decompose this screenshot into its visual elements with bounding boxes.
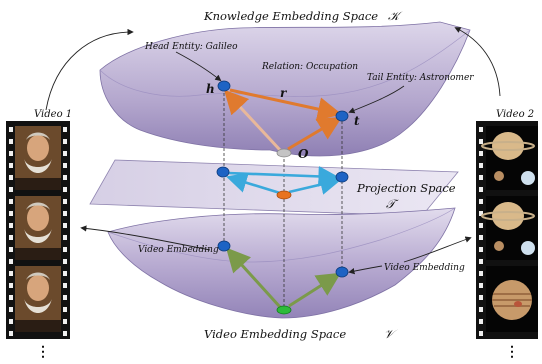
node-o-video: [276, 305, 292, 315]
video2-label: Video 2: [496, 109, 534, 120]
video1-to-knowledge-arrow: [45, 28, 134, 111]
video-arrows: [225, 247, 342, 309]
node-h: [217, 80, 231, 92]
node-o-knowledge: [276, 148, 292, 158]
video2-frame-3: [486, 266, 538, 332]
labels: Knowledge Embedding Space 𝒦 Head Entity:…: [34, 9, 534, 360]
video2-frame-1: [481, 126, 538, 190]
video2-to-knowledge-arrow: [454, 27, 501, 97]
video-embed-right-node-pointer: [348, 265, 383, 275]
node-h-projection: [216, 166, 230, 178]
proj-o-to-t-arrow: [288, 174, 342, 195]
proj-o-to-h-arrow: [226, 172, 281, 195]
video2-filmstrip: [476, 121, 538, 339]
knowledge-space-symbol: 𝒦: [388, 9, 403, 23]
origin-to-h-arrow: [223, 89, 282, 152]
tail-label-pointer: [348, 85, 405, 114]
video-surface: [107, 207, 456, 319]
knowledge-surface: [99, 21, 471, 157]
video2-frame-2: [481, 196, 538, 260]
pointer-arrows: [45, 27, 501, 275]
video1-frame-1: [15, 126, 61, 190]
video1-label: Video 1: [34, 109, 72, 120]
video-o-to-t-arrow: [288, 272, 342, 308]
origin-to-t-arrow: [287, 116, 343, 151]
tail-entity-label: Tail Entity: Astronomer: [367, 73, 474, 83]
video-embed-right-pointer: [403, 236, 472, 263]
video1-frame-3: [15, 266, 61, 332]
video1-frame-2: [15, 196, 61, 260]
video-space-label: Video Embedding Space: [204, 327, 346, 341]
symbol-t: t: [354, 114, 360, 128]
projection-space-label: Projection Space: [356, 181, 456, 195]
node-video-2: [335, 266, 349, 278]
head-label-pointer: [175, 51, 222, 82]
symbol-o: O: [298, 147, 309, 161]
video-embedding-right-label: Video Embedding: [384, 263, 465, 273]
head-entity-label: Head Entity: Galileo: [144, 42, 238, 52]
node-t: [335, 110, 349, 122]
video1-filmstrip: [6, 121, 70, 339]
relation-label: Relation: Occupation: [261, 62, 358, 72]
symbol-r: r: [280, 86, 288, 100]
video-space-symbol: 𝒱: [384, 327, 398, 341]
video-embedding-left-label: Video Embedding: [138, 245, 219, 255]
node-o-projection: [276, 190, 292, 200]
node-t-projection: [335, 171, 349, 183]
symbol-h: h: [206, 82, 215, 96]
nodes: [216, 80, 349, 315]
knowledge-space-label: Knowledge Embedding Space: [203, 9, 378, 23]
projection-arrows: [226, 166, 342, 195]
knowledge-arrows: [223, 88, 343, 152]
video-o-to-h-arrow: [225, 247, 282, 309]
video2-continuation: ⋮: [505, 344, 519, 360]
video1-continuation: ⋮: [36, 344, 50, 360]
video-embed-left-pointer: [80, 225, 211, 251]
node-video-1: [217, 240, 231, 252]
